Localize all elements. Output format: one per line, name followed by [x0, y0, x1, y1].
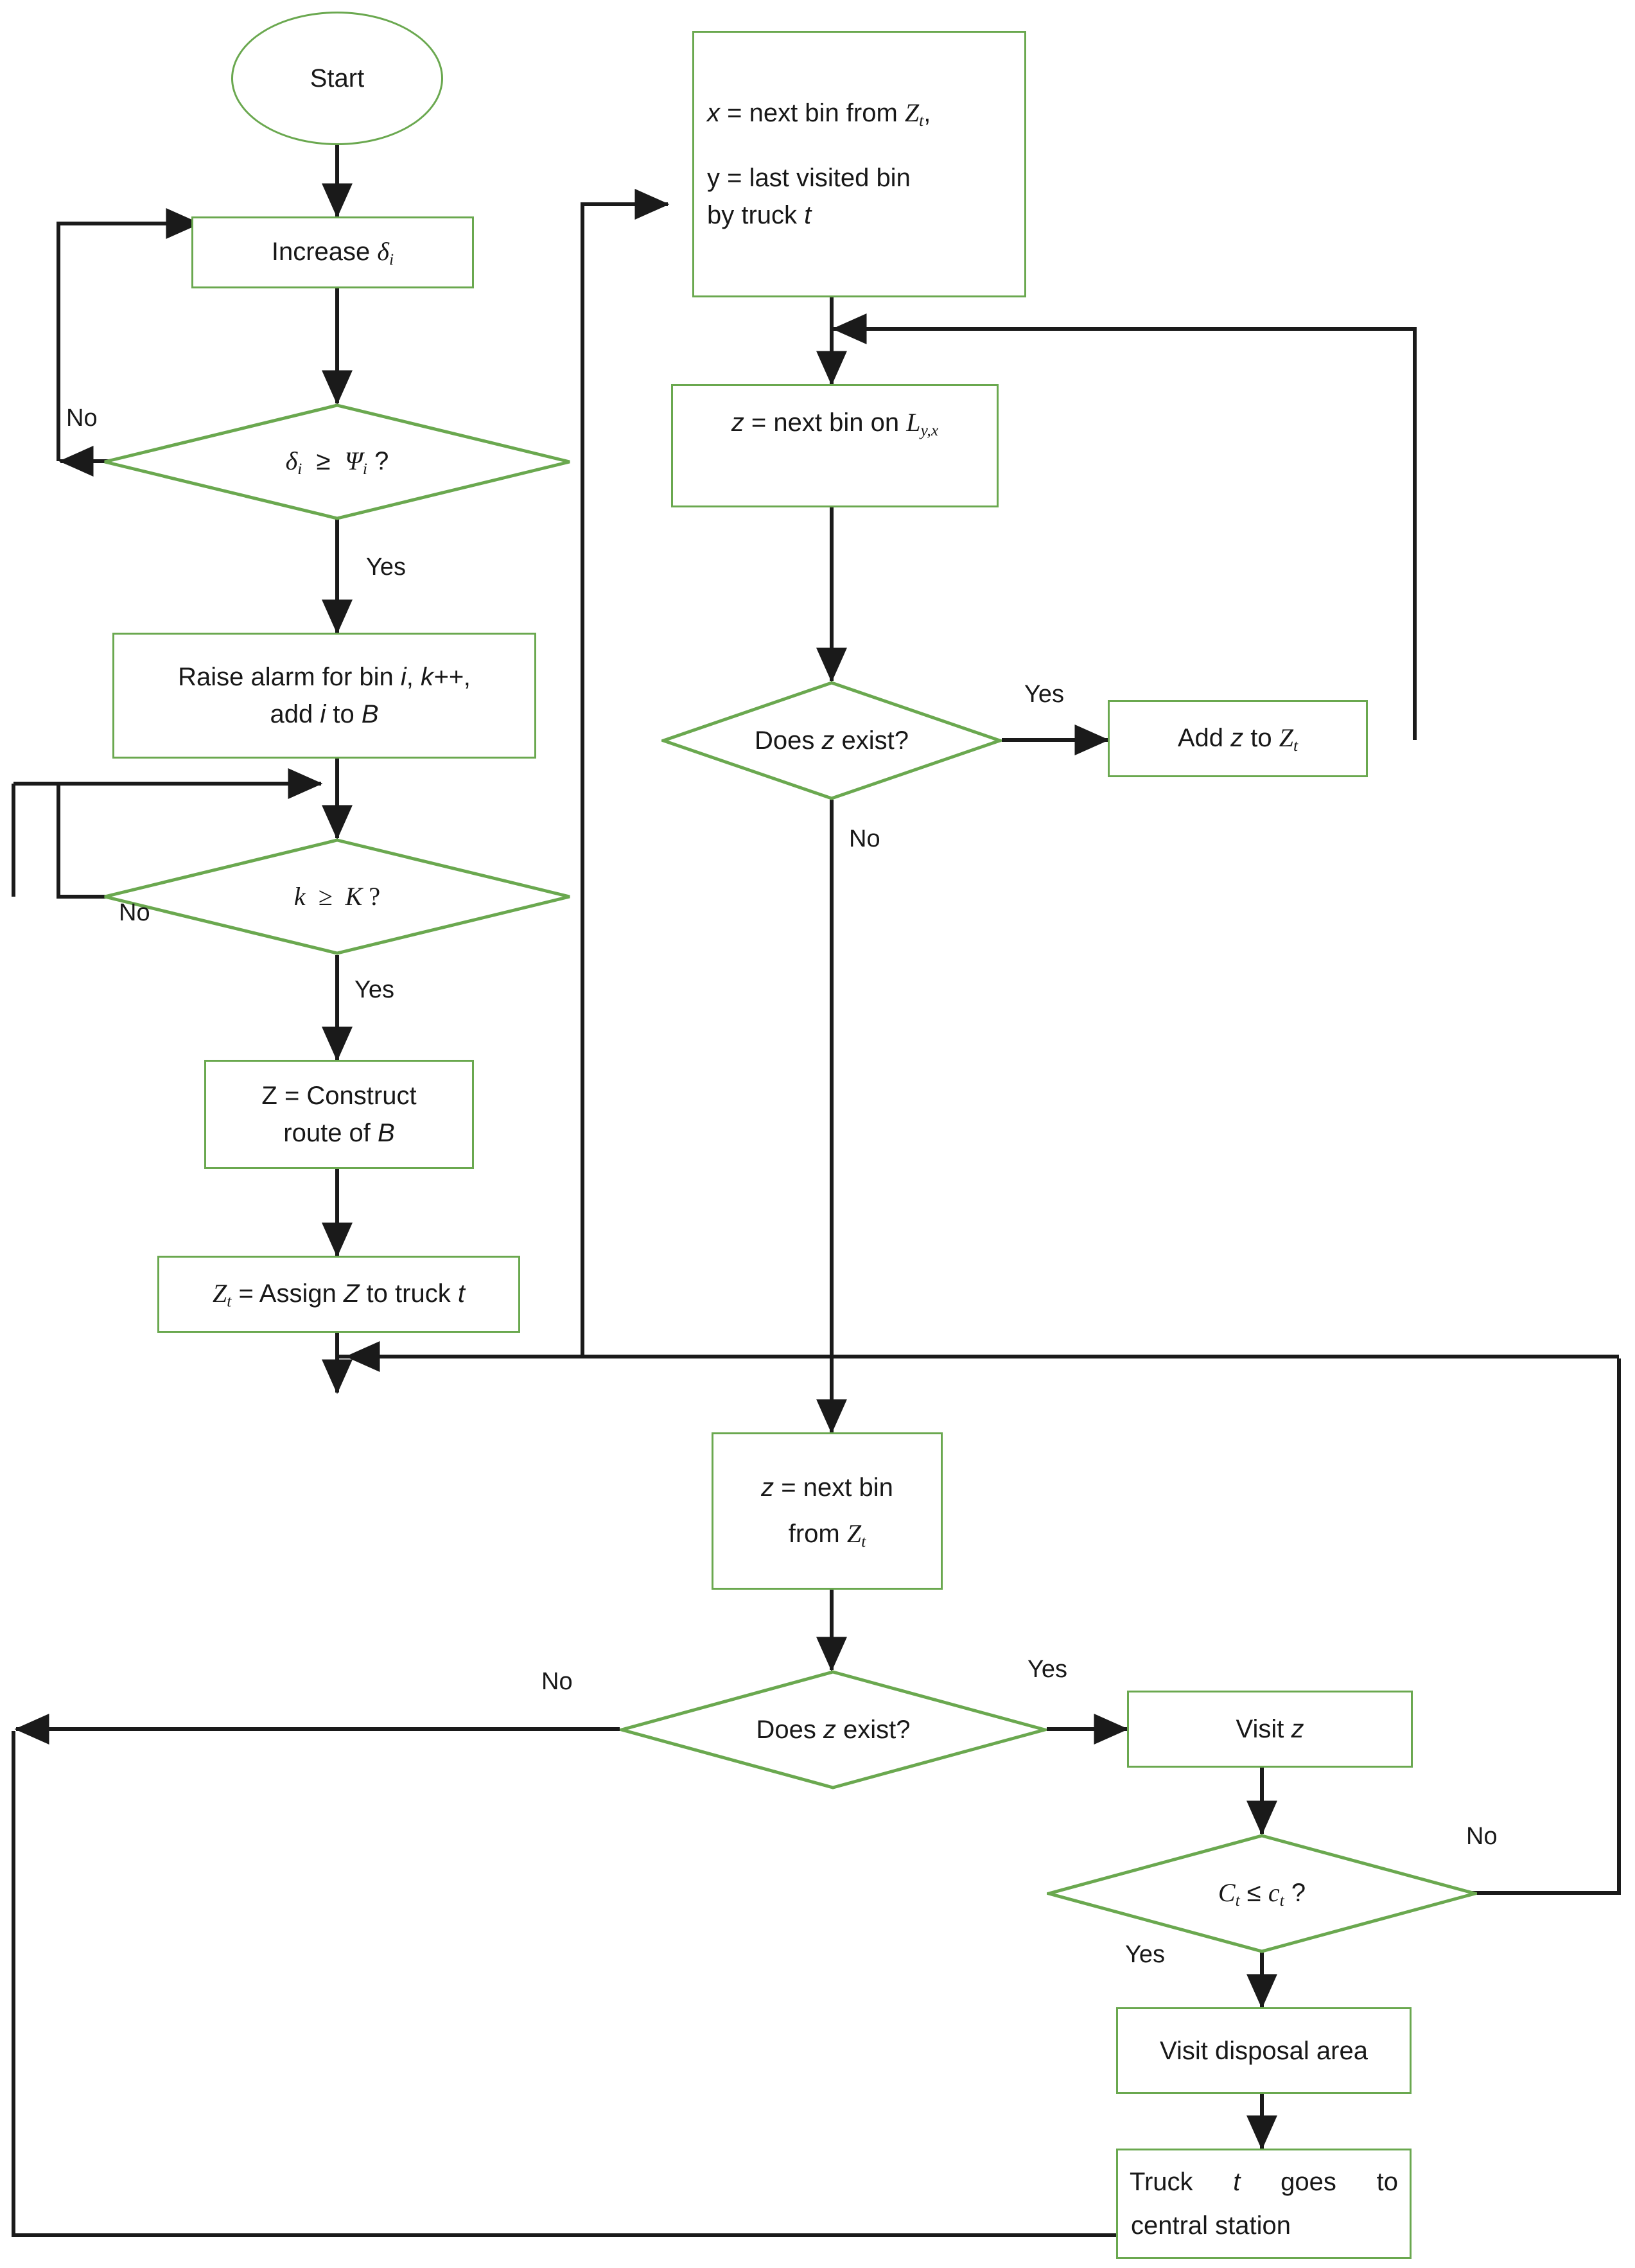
edge-capacity-no: [1432, 1358, 1621, 1895]
node-k-check-label: k ≥ K ?: [293, 882, 381, 911]
diamond-shape-delta-check: [104, 403, 570, 520]
edge-label-zexist2-yes: Yes: [1027, 1656, 1067, 1683]
node-next-bin-from-Z-line2: from Zt: [788, 1518, 866, 1551]
node-construct-route[interactable]: Z = Construct route of B: [204, 1060, 474, 1169]
node-delta-check-label: δi ≥ Ψi ?: [285, 446, 389, 479]
diamond-shape-capacity-check: [1047, 1834, 1477, 1953]
node-increase-delta-label: Increase δi: [271, 237, 394, 269]
node-visit-disposal-label: Visit disposal area: [1160, 2036, 1368, 2065]
node-next-bin-xy-line2: y = last visited bin: [707, 164, 911, 193]
node-next-bin-xy-line1: x = next bin from Zt,: [707, 98, 931, 130]
edge-label-k-no: No: [119, 899, 150, 926]
node-start-label: Start: [310, 64, 365, 92]
edge-label-zexist1-no: No: [849, 825, 880, 852]
node-visit-z-label: Visit z: [1236, 1715, 1304, 1743]
edge-label-capacity-yes: Yes: [1125, 1941, 1165, 1968]
node-k-check[interactable]: k ≥ K ?: [103, 838, 572, 955]
node-delta-check[interactable]: δi ≥ Ψi ?: [103, 403, 572, 520]
node-visit-z[interactable]: Visit z: [1127, 1691, 1413, 1768]
edge-label-zexist1-yes: Yes: [1024, 681, 1064, 708]
node-central-station-line1: Truck t goes to: [1130, 2168, 1398, 2196]
node-assign-route[interactable]: Zt = Assign Z to truck t: [157, 1256, 520, 1333]
edge-station-return: [12, 1731, 1262, 2237]
node-next-bin-xy-line3: by truck t: [707, 201, 812, 230]
edge-label-delta-no: No: [66, 405, 98, 432]
node-assign-route-label: Zt = Assign Z to truck t: [213, 1279, 465, 1311]
node-z-exist-1-label: Does z exist?: [754, 726, 909, 755]
node-capacity-check-label: Ct ≤ ct ?: [1218, 1878, 1306, 1910]
node-z-exist-2-label: Does z exist?: [756, 1716, 911, 1744]
node-next-bin-on-L-label: z = next bin on Ly,x: [731, 408, 939, 440]
node-add-z[interactable]: Add z to Zt: [1108, 700, 1368, 777]
node-raise-alarm-line1: Raise alarm for bin i, k++,: [178, 663, 471, 691]
node-next-bin-on-L[interactable]: z = next bin on Ly,x: [671, 384, 999, 507]
node-central-station[interactable]: Truck t goes to central station: [1116, 2149, 1412, 2259]
edge-label-capacity-no: No: [1466, 1823, 1498, 1850]
edge-label-k-yes: Yes: [354, 976, 394, 1003]
node-construct-route-line2: route of B: [283, 1119, 395, 1147]
diamond-shape-z-exist-2: [620, 1670, 1047, 1789]
node-raise-alarm[interactable]: Raise alarm for bin i, k++, add i to B: [112, 633, 536, 759]
node-central-station-line2: central station: [1131, 2211, 1291, 2240]
edge-rail-to-nextbinxy: [581, 189, 670, 1357]
node-next-bin-xy[interactable]: x = next bin from Zt, y = last visited b…: [692, 31, 1026, 297]
edge-label-delta-yes: Yes: [366, 554, 406, 581]
node-raise-alarm-line2: add i to B: [270, 700, 379, 728]
node-next-bin-from-Z[interactable]: z = next bin from Zt: [712, 1432, 943, 1590]
node-start[interactable]: Start: [231, 12, 443, 145]
node-visit-disposal[interactable]: Visit disposal area: [1116, 2007, 1412, 2094]
node-capacity-check[interactable]: Ct ≤ ct ?: [1047, 1834, 1477, 1953]
node-next-bin-from-Z-line1: z = next bin: [761, 1473, 893, 1502]
node-construct-route-line1: Z = Construct: [261, 1082, 417, 1110]
diamond-shape-k-check: [104, 838, 570, 955]
node-increase-delta[interactable]: Increase δi: [191, 216, 474, 288]
node-z-exist-1[interactable]: Does z exist?: [661, 681, 1002, 800]
diamond-shape-z-exist-1: [661, 681, 1002, 800]
edge-label-zexist2-no: No: [541, 1668, 573, 1695]
node-z-exist-2[interactable]: Does z exist?: [620, 1670, 1047, 1789]
node-add-z-label: Add z to Zt: [1177, 723, 1298, 755]
